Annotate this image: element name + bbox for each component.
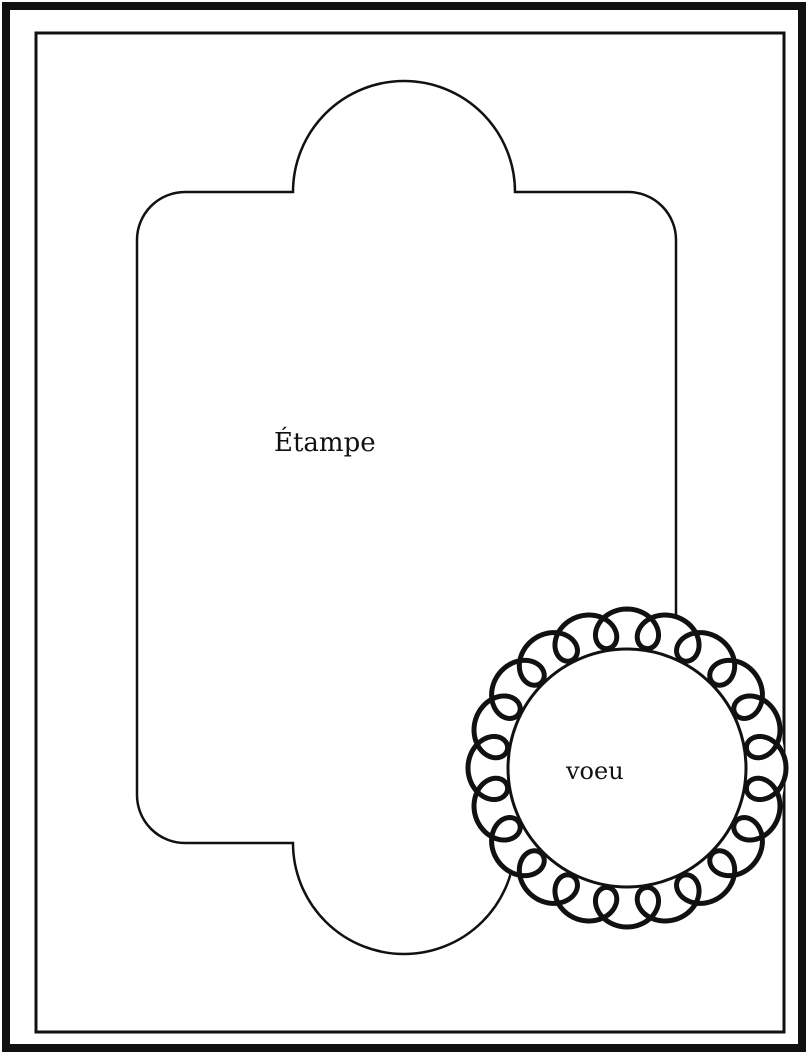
wish-label: voeu — [566, 757, 624, 785]
stamp-label: Étampe — [274, 428, 376, 458]
scalloped-frame — [468, 609, 786, 927]
inner-circle — [508, 649, 746, 887]
